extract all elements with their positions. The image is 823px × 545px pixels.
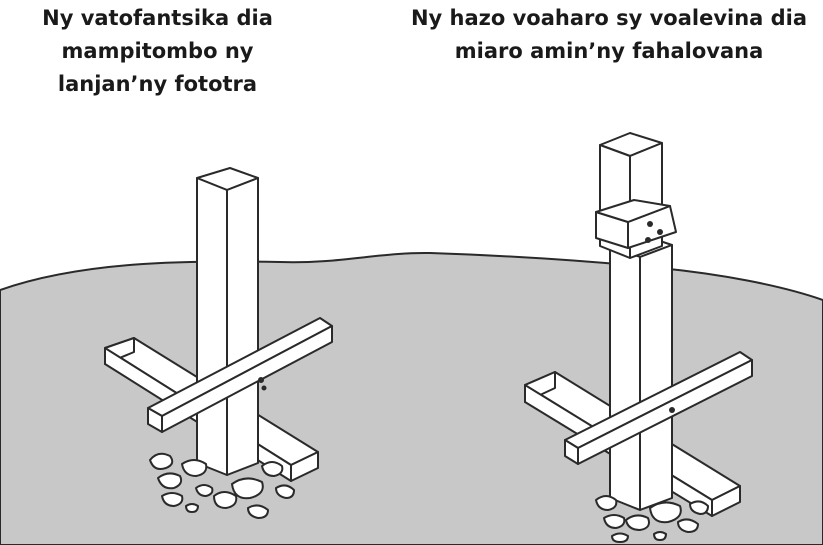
splice-bolt-2 (657, 229, 663, 235)
left-front-crossbeam (147, 317, 333, 433)
left-bolt (258, 377, 264, 383)
left-rocks (149, 452, 295, 519)
caption-rocks-add-weight: Ny vatofantsika dia mampitombo ny lanjan… (42, 6, 273, 96)
right-front-crossbeam (564, 351, 753, 465)
caption-treated-buried-wood: Ny hazo voaharo sy voalevina dia miaro a… (410, 6, 808, 63)
splice-bolt-1 (647, 221, 653, 227)
right-lower-post (609, 234, 673, 511)
right-rocks (595, 495, 709, 543)
right-bolt (669, 407, 675, 413)
right-splice-bracket (595, 199, 677, 249)
right-post-assembly (524, 132, 753, 543)
left-post-assembly (104, 167, 333, 519)
splice-bolt-3 (645, 237, 651, 243)
left-post (196, 167, 259, 476)
